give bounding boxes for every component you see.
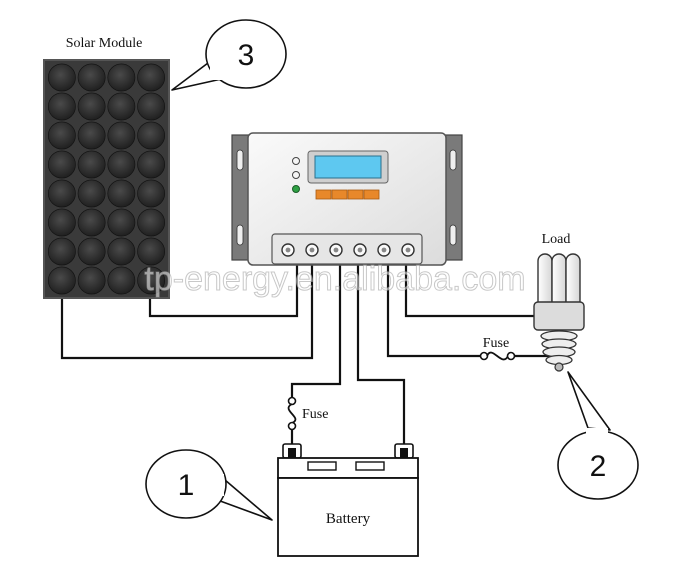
terminal-screw-center xyxy=(309,247,315,253)
solar-cell xyxy=(77,121,106,150)
solar-cell xyxy=(137,266,166,295)
terminal-screw-center xyxy=(405,247,411,253)
controller-buttons xyxy=(315,189,380,200)
lamp-base xyxy=(533,301,585,331)
solar-cell xyxy=(77,179,106,208)
solar-cell xyxy=(137,208,166,237)
solar-cell xyxy=(107,237,136,266)
solar-cell xyxy=(47,63,76,92)
solar-cell xyxy=(47,121,76,150)
terminal-screw-center xyxy=(333,247,339,253)
solar-cell xyxy=(77,266,106,295)
solar-cell xyxy=(77,63,106,92)
wire-solar-negative xyxy=(148,262,299,318)
fuse-battery xyxy=(287,396,297,431)
label-solar-module: Solar Module xyxy=(66,36,143,51)
lamp-thread xyxy=(540,330,578,366)
solar-cell xyxy=(137,92,166,121)
solar-cell xyxy=(107,121,136,150)
wire-load-positive xyxy=(386,262,480,358)
solar-cell xyxy=(107,266,136,295)
solar-cell xyxy=(137,121,166,150)
solar-cell xyxy=(77,150,106,179)
indicator-led-green xyxy=(292,185,300,193)
callout-battery: 1 xyxy=(145,449,273,521)
solar-module xyxy=(43,59,170,299)
label-battery: Battery xyxy=(326,511,371,527)
solar-cell xyxy=(107,208,136,237)
solar-cell xyxy=(47,179,76,208)
charge-controller xyxy=(231,132,463,266)
callout-number-2: 2 xyxy=(590,450,607,483)
label-fuse-load: Fuse xyxy=(483,336,509,351)
wire-solar-positive xyxy=(60,262,314,360)
indicator-led-1 xyxy=(292,157,300,165)
solar-cell xyxy=(137,150,166,179)
wires xyxy=(60,262,552,445)
indicator-led-2 xyxy=(292,171,300,179)
solar-cell xyxy=(77,208,106,237)
battery-body xyxy=(277,477,419,557)
terminal-screw-center xyxy=(357,247,363,253)
load-lamp xyxy=(533,253,585,372)
controller-button-4 xyxy=(363,189,380,200)
wire-load-negative xyxy=(404,262,538,318)
solar-cell xyxy=(107,63,136,92)
label-load: Load xyxy=(542,232,571,247)
lcd-screen xyxy=(314,155,382,179)
solar-cell xyxy=(77,92,106,121)
solar-cell xyxy=(137,63,166,92)
solar-cell xyxy=(107,150,136,179)
solar-cell xyxy=(47,150,76,179)
callout-load: 2 xyxy=(557,371,639,500)
solar-cell xyxy=(107,92,136,121)
callout-number-1: 1 xyxy=(178,469,195,502)
solar-cell xyxy=(107,179,136,208)
solar-cell xyxy=(47,92,76,121)
callout-number-3: 3 xyxy=(238,39,255,72)
watermark-text: tp-energy.en.alibaba.com xyxy=(144,260,525,298)
solar-cell xyxy=(137,237,166,266)
callout-solar: 3 xyxy=(171,19,287,91)
wire-battery-positive xyxy=(290,262,342,398)
wire-battery-negative xyxy=(356,262,406,445)
controller-button-1 xyxy=(315,189,332,200)
solar-cell xyxy=(77,237,106,266)
label-fuse-battery: Fuse xyxy=(302,407,328,422)
battery xyxy=(277,443,419,557)
terminal-screw-center xyxy=(381,247,387,253)
solar-cell xyxy=(47,266,76,295)
solar-cells xyxy=(47,63,166,295)
controller-button-2 xyxy=(331,189,348,200)
fuse-load xyxy=(479,351,516,361)
terminal-screws xyxy=(281,243,415,257)
terminal-screw-center xyxy=(285,247,291,253)
controller-button-3 xyxy=(347,189,364,200)
solar-cell xyxy=(47,208,76,237)
solar-cell xyxy=(47,237,76,266)
battery-lid xyxy=(277,457,419,479)
solar-cell xyxy=(137,179,166,208)
